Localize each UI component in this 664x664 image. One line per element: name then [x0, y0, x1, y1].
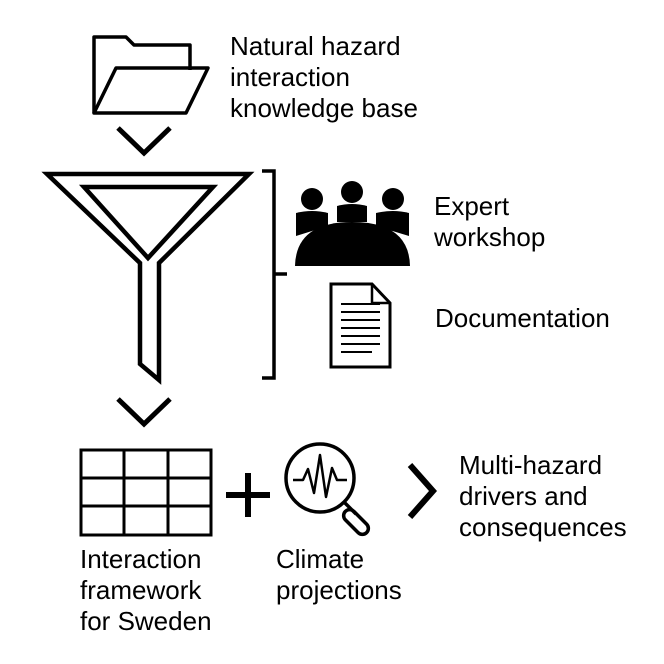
knowledge-base-line-1: Natural hazard: [230, 31, 401, 61]
expert-workshop-line-1: Expert: [434, 191, 510, 221]
climate-projections-line-1: Climate: [276, 544, 365, 574]
interaction-framework-line-2: framework: [80, 575, 202, 605]
outcome-line-2: drivers and: [459, 481, 588, 511]
bracket: [262, 169, 287, 380]
outcome-line-3: consequences: [459, 512, 627, 542]
chevron-right-icon: [407, 463, 438, 519]
documentation-line-1: Documentation: [435, 303, 610, 333]
outcome-label: Multi-hazard drivers and consequences: [459, 450, 627, 543]
interaction-framework-line-3: for Sweden: [80, 606, 212, 636]
expert-workshop-label: Expert workshop: [434, 191, 545, 253]
knowledge-base-label: Natural hazard interaction knowledge bas…: [230, 31, 418, 124]
people-icon: [295, 181, 410, 266]
interaction-framework-label: Interaction framework for Sweden: [80, 544, 212, 637]
folder-icon: [92, 35, 210, 115]
grid-table-icon: [79, 448, 213, 537]
magnifier-signal-icon: [284, 442, 371, 537]
climate-projections-label: Climate projections: [276, 544, 402, 606]
chevron-down-icon: [116, 126, 172, 157]
plus-icon: [226, 473, 270, 517]
chevron-down-icon: [116, 397, 172, 428]
expert-workshop-line-2: workshop: [434, 222, 546, 252]
outcome-line-1: Multi-hazard: [459, 450, 603, 480]
climate-projections-line-2: projections: [276, 575, 402, 605]
funnel-icon: [41, 171, 255, 385]
documentation-label: Documentation: [435, 303, 610, 334]
document-icon: [329, 282, 392, 369]
knowledge-base-line-2: interaction: [230, 62, 350, 92]
knowledge-base-line-3: knowledge base: [230, 93, 418, 123]
interaction-framework-line-1: Interaction: [80, 544, 202, 574]
